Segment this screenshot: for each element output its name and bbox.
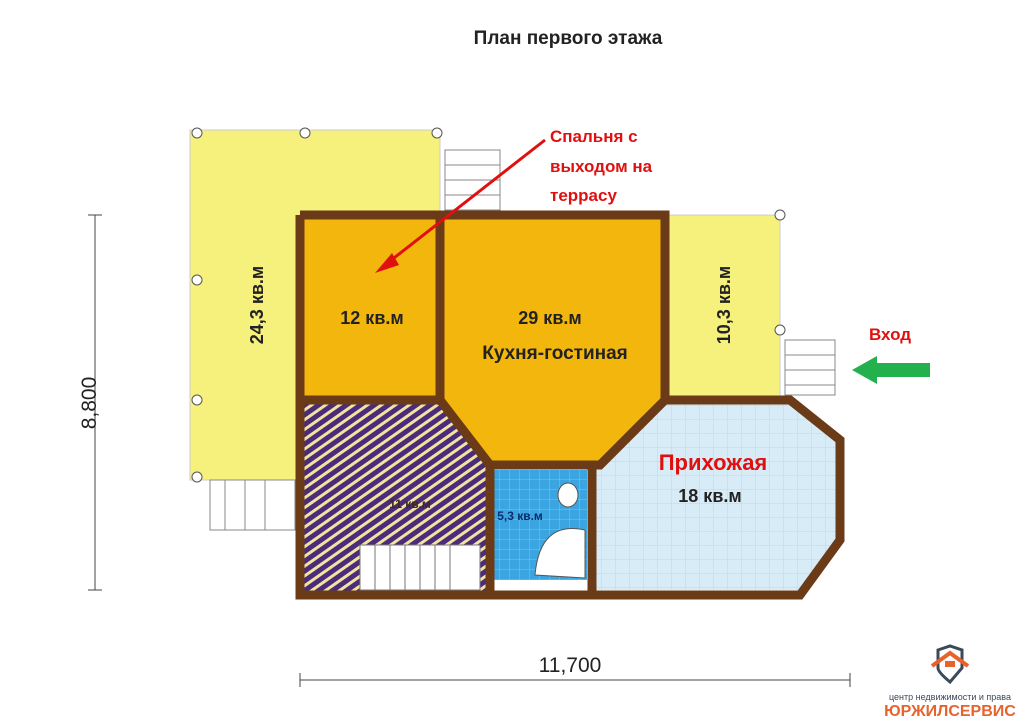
company-logo: центр недвижимости и права ЮРЖИЛСЕРВИС [884,644,1016,720]
kitchen-name: Кухня-гостиная [482,343,628,364]
logo-tagline: центр недвижимости и права [889,692,1011,702]
terrace-posts [191,127,786,483]
walls [295,210,845,600]
terrace-left-area: 24,3 кв.м [247,266,267,344]
hall-name: Прихожая [659,450,768,475]
entrance-arrow-icon [852,356,930,384]
terrace-right-area: 10,3 кв.м [714,266,734,344]
annotation-line-2: выходом на [550,157,653,176]
indoor-stairs [359,544,481,591]
shield-house-icon [936,644,964,685]
kitchen-area: 29 кв.м [518,308,581,328]
annotation-arrow [375,138,546,273]
dimension-lines [88,214,851,687]
hall-area: 18 кв.м [678,486,741,506]
logo-name: ЮРЖИЛСЕРВИС [884,703,1016,720]
terrace-stairs [209,149,836,531]
kitchen-living [440,215,665,465]
stair-room-area: 11 кв.м [389,497,431,511]
height-dimension: 8,800 [78,377,101,430]
bedroom-area: 12 кв.м [340,308,403,328]
plan-title: План первого этажа [474,28,663,49]
entrance-label: Вход [869,325,911,344]
bathtub-icon [534,528,586,579]
annotation-line-1: Спальня с [550,127,638,146]
bedroom [300,215,440,400]
hall [595,400,840,590]
bathroom-area: 5,3 кв.м [497,509,543,523]
terrace-right [664,214,781,401]
annotation-line-3: террасу [550,186,617,205]
toilet-icon [557,482,579,508]
width-dimension: 11,700 [539,654,602,677]
